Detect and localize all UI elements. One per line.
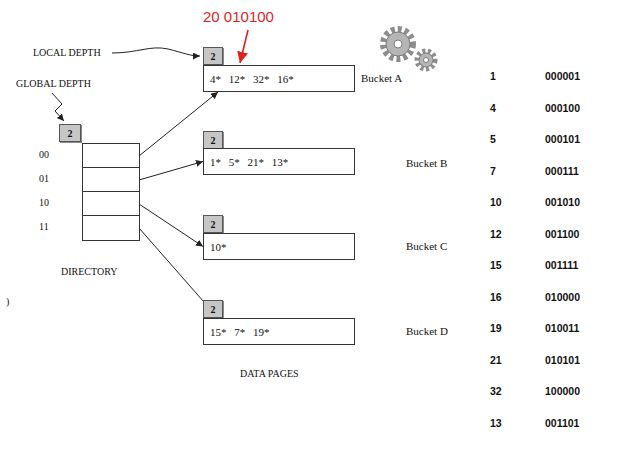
bucket-box: 15* 7* 19*Bucket D xyxy=(203,318,355,345)
bucket-entries: 1* 5* 21* 13* xyxy=(210,156,288,168)
table-cell: 001010 xyxy=(545,196,580,208)
table-cell: 19 xyxy=(490,322,502,334)
local-depth-box: 2 xyxy=(203,215,223,233)
depth-value: 2 xyxy=(211,304,216,315)
bucket-box: 1* 5* 21* 13*Bucket B xyxy=(203,148,355,175)
table-cell: 010101 xyxy=(545,354,580,366)
table-cell: 001101 xyxy=(545,417,579,429)
directory-index: 11 xyxy=(39,221,49,232)
local-depth-label: LOCAL DEPTH xyxy=(33,47,101,58)
directory-index: 10 xyxy=(39,197,49,208)
directory-slot: 11 xyxy=(83,216,139,240)
gear-illustration xyxy=(383,29,435,69)
stray-mark: ) xyxy=(6,296,9,307)
table-cell: 12 xyxy=(490,228,502,240)
directory-box: DIRECTORY00011011 xyxy=(82,143,140,241)
table-cell: 100000 xyxy=(545,385,580,397)
table-cell: 4 xyxy=(490,102,496,114)
directory-index: 00 xyxy=(39,149,49,160)
local-depth-box: 2 xyxy=(203,300,223,318)
pointer-arrow xyxy=(139,162,203,181)
directory-index: 01 xyxy=(39,173,49,184)
local-depth-box: 2 xyxy=(203,131,223,149)
depth-value: 2 xyxy=(211,219,216,230)
global-depth-label: GLOBAL DEPTH xyxy=(16,78,91,89)
table-cell: 7 xyxy=(490,165,496,177)
bucket-box: 10*Bucket C xyxy=(203,233,355,260)
data-pages-label: DATA PAGES xyxy=(240,368,299,379)
table-cell: 16 xyxy=(490,291,502,303)
directory-slot: 00 xyxy=(83,144,139,168)
bucket-entries: 15* 7* 19* xyxy=(210,326,270,338)
global-depth-box: 2 xyxy=(59,124,81,142)
global-depth-leader xyxy=(52,93,64,121)
local-depth-box: 2 xyxy=(203,47,223,65)
table-cell: 000001 xyxy=(545,70,580,82)
table-cell: 010011 xyxy=(545,322,579,334)
table-cell: 001100 xyxy=(545,228,579,240)
table-cell: 000100 xyxy=(545,102,580,114)
pointer-arrow xyxy=(139,204,203,247)
table-cell: 32 xyxy=(490,385,502,397)
table-cell: 10 xyxy=(490,196,502,208)
bucket-name: Bucket D xyxy=(406,325,448,337)
bucket-name: Bucket C xyxy=(406,240,447,252)
bucket-entries: 10* xyxy=(210,241,227,253)
table-cell: 15 xyxy=(490,259,502,271)
bucket-entries: 4* 12* 32* 16* xyxy=(210,73,294,85)
insert-key-arrow xyxy=(240,30,248,63)
table-cell: 21 xyxy=(490,354,502,366)
table-cell: 010000 xyxy=(545,291,580,303)
depth-value: 2 xyxy=(211,51,216,62)
bucket-name: Bucket A xyxy=(361,72,402,84)
table-cell: 1 xyxy=(490,70,496,82)
directory-title: DIRECTORY xyxy=(61,266,118,277)
bucket-name: Bucket B xyxy=(406,157,447,169)
bucket-box: 4* 12* 32* 16*Bucket A xyxy=(203,65,355,92)
table-cell: 000111 xyxy=(545,165,579,177)
table-cell: 000101 xyxy=(545,133,580,145)
inserted-key-callout: 20 010100 xyxy=(203,8,274,25)
directory-slot: 10 xyxy=(83,192,139,216)
local-depth-leader xyxy=(112,48,200,56)
table-cell: 13 xyxy=(490,417,502,429)
table-cell: 001111 xyxy=(545,259,578,271)
depth-value: 2 xyxy=(211,135,216,146)
table-cell: 5 xyxy=(490,133,496,145)
directory-slot: 01 xyxy=(83,168,139,192)
depth-value: 2 xyxy=(68,128,73,139)
